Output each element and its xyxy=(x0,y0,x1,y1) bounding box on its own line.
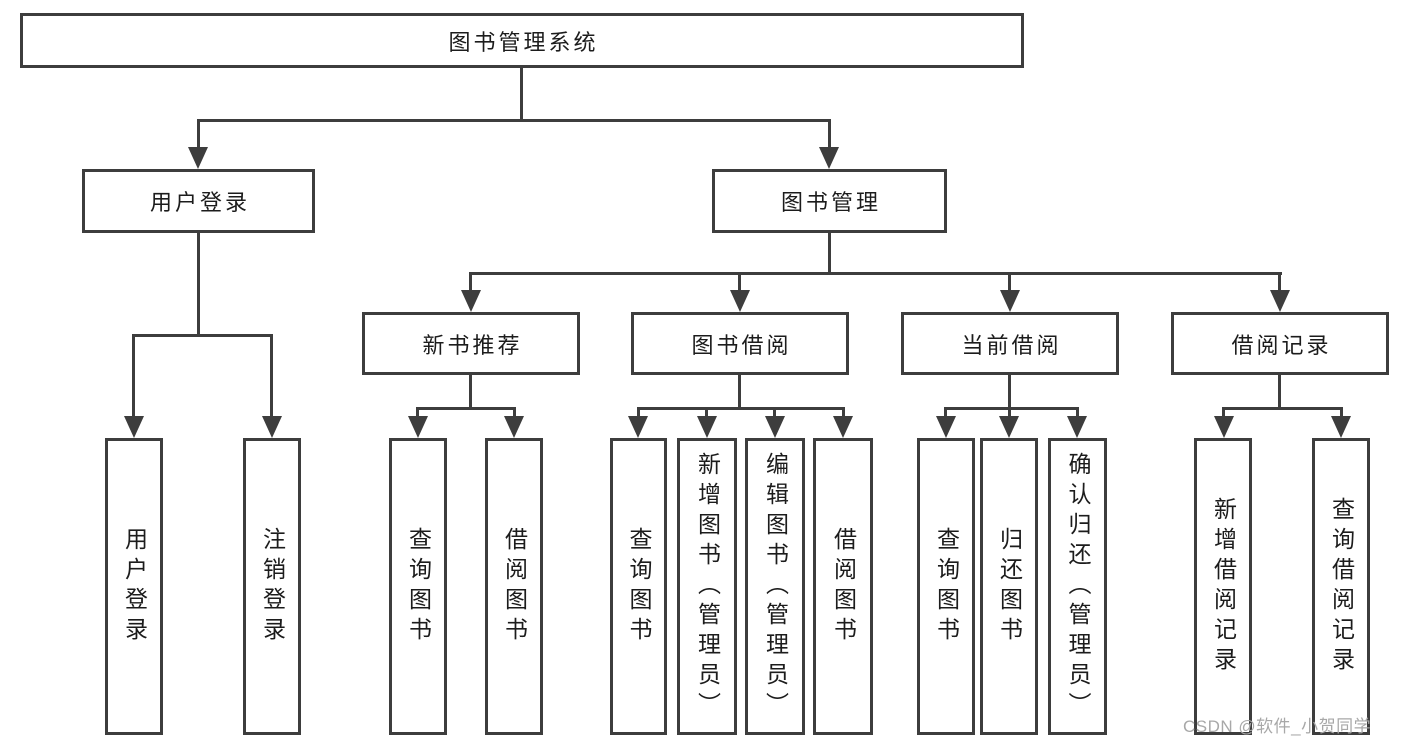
connector-line xyxy=(132,334,273,337)
node-label: 当前借阅 xyxy=(961,332,1062,358)
arrow-down-icon xyxy=(697,416,717,438)
connector-line xyxy=(416,407,419,418)
connector-line xyxy=(1278,375,1281,409)
connector-line xyxy=(1076,407,1079,418)
node-label: 编辑图书（管理员） xyxy=(762,451,789,722)
node-label: 借阅记录 xyxy=(1231,332,1332,358)
connector-line xyxy=(197,119,831,122)
leaf-borrowing-query-books: 查询图书 xyxy=(610,438,667,735)
node-label: 用户登录 xyxy=(149,190,250,215)
node-label: 图书管理 xyxy=(780,190,881,215)
connector-line xyxy=(416,407,516,410)
arrow-down-icon xyxy=(1270,290,1290,312)
leaf-newbook-query-books: 查询图书 xyxy=(389,438,447,735)
leaf-current-query-books: 查询图书 xyxy=(917,438,975,735)
connector-line xyxy=(738,272,741,292)
csdn-watermark: CSDN @软件_小贺同学 xyxy=(1183,717,1372,736)
node-book-management: 图书管理 xyxy=(712,169,947,233)
leaf-newbook-borrow-books: 借阅图书 xyxy=(485,438,543,735)
leaf-user-login: 用户登录 xyxy=(105,438,163,735)
arrow-down-icon xyxy=(1000,290,1020,312)
node-user-login: 用户登录 xyxy=(82,169,315,233)
connector-line xyxy=(469,375,472,409)
connector-line xyxy=(197,233,200,336)
leaf-borrowing-edit-books-admin: 编辑图书（管理员） xyxy=(745,438,805,735)
connector-line xyxy=(944,407,947,418)
connector-line xyxy=(738,375,741,409)
node-label: 新增图书（管理员） xyxy=(694,451,721,722)
connector-line xyxy=(828,233,831,275)
arrow-down-icon xyxy=(1214,416,1234,438)
connector-line xyxy=(197,119,200,149)
connector-line xyxy=(842,407,845,418)
connector-line xyxy=(705,407,708,418)
connector-line xyxy=(944,407,1079,410)
connector-line xyxy=(270,334,273,416)
connector-line xyxy=(470,272,1282,275)
connector-line xyxy=(1340,407,1343,418)
arrow-down-icon xyxy=(628,416,648,438)
connector-line xyxy=(773,407,776,418)
arrow-down-icon xyxy=(765,416,785,438)
connector-line xyxy=(1222,407,1225,418)
node-label: 图书借阅 xyxy=(691,332,792,358)
connector-line xyxy=(513,407,516,418)
arrow-down-icon xyxy=(262,416,282,438)
connector-line xyxy=(1008,407,1011,418)
node-library-management-system: 图书管理系统 xyxy=(20,13,1024,68)
node-book-borrowing: 图书借阅 xyxy=(631,312,849,375)
arrow-down-icon xyxy=(833,416,853,438)
connector-line xyxy=(637,407,845,410)
leaf-current-confirm-return-admin: 确认归还（管理员） xyxy=(1048,438,1107,735)
arrow-down-icon xyxy=(1067,416,1087,438)
leaf-logout: 注销登录 xyxy=(243,438,301,735)
node-label: 查询借阅记录 xyxy=(1328,496,1355,677)
connector-line xyxy=(1222,407,1343,410)
connector-line xyxy=(132,334,135,416)
arrow-down-icon xyxy=(999,416,1019,438)
connector-line xyxy=(1008,375,1011,409)
arrow-down-icon xyxy=(1331,416,1351,438)
leaf-current-return-books: 归还图书 xyxy=(980,438,1038,735)
arrow-down-icon xyxy=(819,147,839,169)
node-label: 归还图书 xyxy=(996,526,1023,647)
node-new-book-recommend: 新书推荐 xyxy=(362,312,580,375)
node-label: 新书推荐 xyxy=(422,332,523,358)
node-label: 用户登录 xyxy=(121,526,148,647)
node-current-borrowing: 当前借阅 xyxy=(901,312,1119,375)
leaf-borrowing-borrow-books: 借阅图书 xyxy=(813,438,873,735)
connector-line xyxy=(1278,272,1281,292)
node-label: 新增借阅记录 xyxy=(1210,496,1237,677)
arrow-down-icon xyxy=(461,290,481,312)
node-label: 查询图书 xyxy=(626,526,652,647)
node-label: 借阅图书 xyxy=(501,526,528,647)
connector-line xyxy=(637,407,640,418)
connector-line xyxy=(828,119,831,149)
arrow-down-icon xyxy=(124,416,144,438)
leaf-records-query-record: 查询借阅记录 xyxy=(1312,438,1370,735)
node-label: 借阅图书 xyxy=(830,526,857,647)
node-label: 查询图书 xyxy=(933,526,960,647)
arrow-down-icon xyxy=(730,290,750,312)
node-label: 注销登录 xyxy=(259,526,286,647)
connector-line xyxy=(469,272,472,292)
node-label: 查询图书 xyxy=(405,526,432,647)
arrow-down-icon xyxy=(188,147,208,169)
arrow-down-icon xyxy=(504,416,524,438)
leaf-records-add-record: 新增借阅记录 xyxy=(1194,438,1252,735)
node-label: 图书管理系统 xyxy=(448,29,599,55)
arrow-down-icon xyxy=(936,416,956,438)
connector-line xyxy=(520,68,523,121)
arrow-down-icon xyxy=(408,416,428,438)
node-label: 确认归还（管理员） xyxy=(1065,451,1091,722)
node-borrowing-records: 借阅记录 xyxy=(1171,312,1389,375)
leaf-borrowing-add-books-admin: 新增图书（管理员） xyxy=(677,438,737,735)
connector-line xyxy=(1008,272,1011,292)
